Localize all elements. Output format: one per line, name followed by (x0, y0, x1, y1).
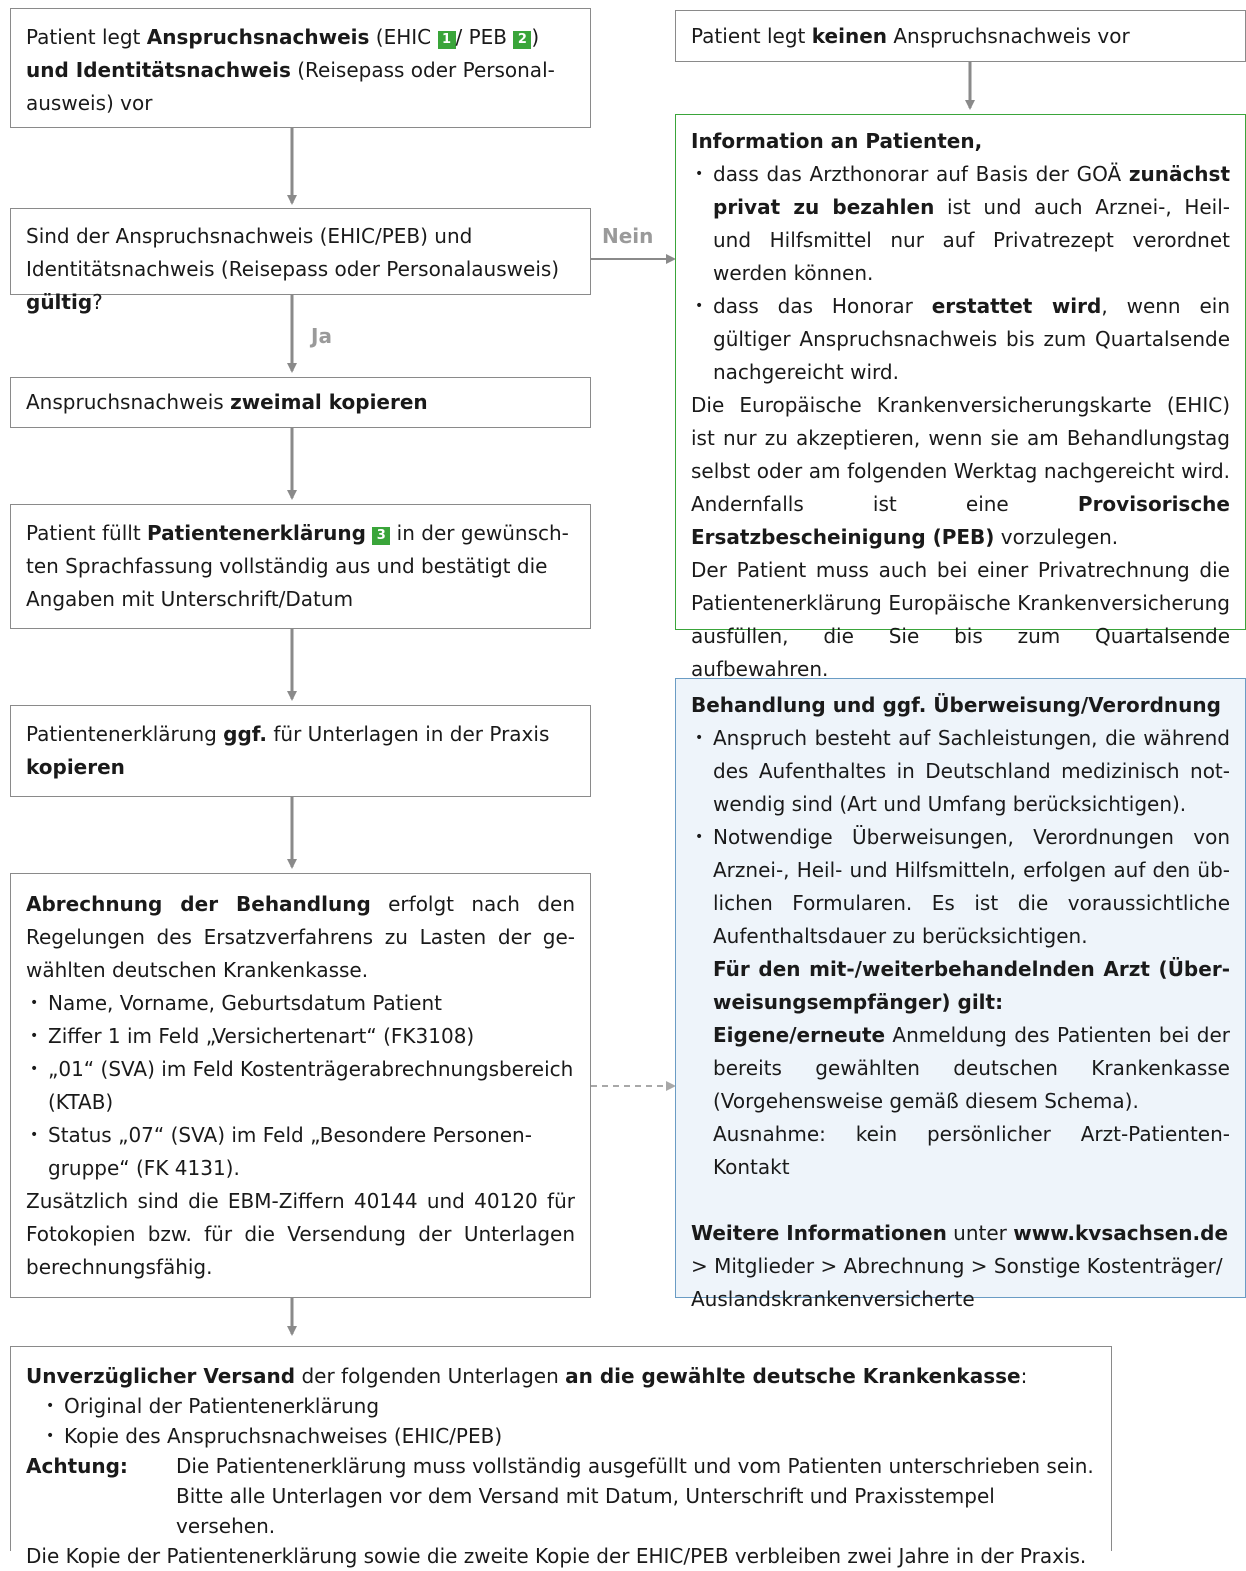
box-anspruchsnachweis-vorgelegt: Patient legt Anspruchsnachweis (EHIC 1/ … (10, 8, 591, 128)
list-item: dass das Arzthonorar auf Basis der GOÄ z… (691, 158, 1230, 290)
badge-3: 3 (372, 527, 391, 545)
badge-1: 1 (437, 31, 456, 49)
box-gueltig-frage: Sind der Anspruchsnachweis (EHIC/PEB) un… (10, 208, 591, 314)
list-item: Name, Vorname, Geburtsdatum Patient (26, 987, 575, 1020)
box-zweimal-kopieren: Anspruchsnachweis zweimal kopieren (10, 377, 591, 428)
box-versand: Unverzüglicher Versand der folgenden Unt… (10, 1346, 1112, 1568)
box-kein-anspruchsnachweis: Patient legt keinen Anspruchsnachweis vo… (675, 10, 1246, 62)
achtung-row: Achtung: Die Patientenerklärung muss vol… (26, 1454, 1094, 1538)
list-item: Status „07“ (SVA) im Feld „Besondere Per… (26, 1119, 575, 1185)
list-item: „01“ (SVA) im Feld Kostenträgerabrechnun… (26, 1053, 575, 1119)
weiterbehandelnder-arzt: Für den mit-/weiterbehandelnden Arzt (Üb… (713, 957, 1230, 1179)
abrechnung-list: Name, Vorname, Geburtsdatum Patient Ziff… (26, 987, 575, 1185)
behandlung-list: Anspruch besteht auf Sachleistungen, die… (691, 722, 1230, 953)
website-link[interactable]: www.kvsachsen.de (1013, 1221, 1229, 1245)
list-item: Kopie des Anspruchsnachweises (EHIC/PEB) (42, 1421, 1096, 1451)
box-behandlung: Behandlung und ggf. Überweisung/Verordnu… (675, 678, 1246, 1311)
box-abrechnung: Abrechnung der Behandlung erfolgt nach d… (10, 873, 591, 1298)
list-item: Ziffer 1 im Feld „Versichertenart“ (FK31… (26, 1020, 575, 1053)
badge-2: 2 (513, 31, 532, 49)
box-information-patienten: Information an Patienten, dass das Arzth… (675, 114, 1246, 681)
label-ja: Ja (311, 324, 332, 348)
box-patientenerklaerung: Patient füllt Patientenerklärung 3 in de… (10, 504, 591, 629)
list-item: Anspruch besteht auf Sachleistungen, die… (691, 722, 1230, 821)
information-list: dass das Arzthonorar auf Basis der GOÄ z… (691, 158, 1230, 389)
list-item: Original der Patientenerklärung (42, 1391, 1096, 1421)
achtung-label: Achtung: (26, 1454, 128, 1478)
list-item: dass das Honorar erstattet wird, wenn ei… (691, 290, 1230, 389)
navigation-path: > Mitglieder > Abrechnung > Sonstige Kos… (691, 1254, 1223, 1311)
box-ggf-kopieren: Patientenerklärung ggf. für Unterlagen i… (10, 705, 591, 797)
versand-list: Original der Patientenerklärung Kopie de… (42, 1391, 1096, 1451)
list-item: Notwendige Überweisungen, Verordnungen v… (691, 821, 1230, 953)
label-nein: Nein (602, 224, 654, 248)
